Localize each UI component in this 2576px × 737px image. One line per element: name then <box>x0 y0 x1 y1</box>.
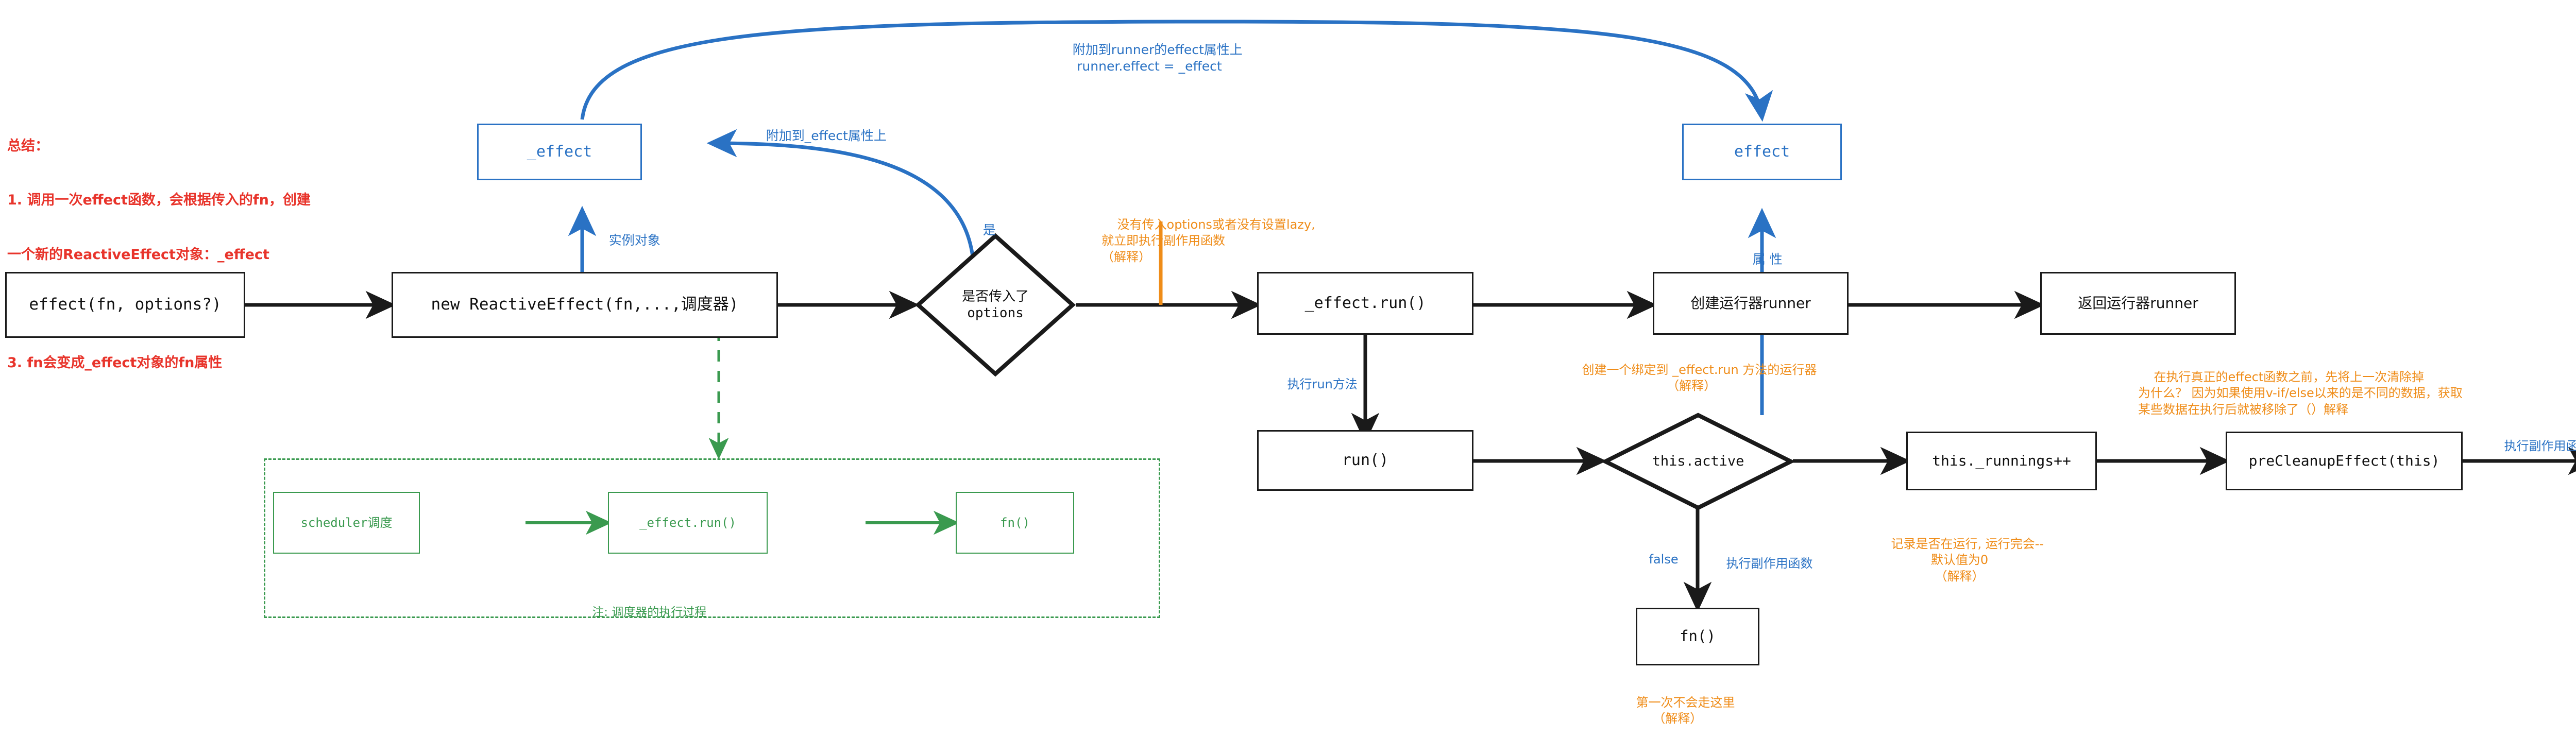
edge-label-exec-run-method: 执行run方法 <box>1272 361 1358 409</box>
edge-label-property-text: 属 性 <box>1752 251 1783 267</box>
summary-line-2: 一个新的ReactiveEffect对象：_effect <box>7 246 269 263</box>
annotation-first-time-note-text: 第一次不会走这里 （解释） <box>1636 695 1735 726</box>
annotation-precleanup-note-text: 在执行真正的effect函数之前，先将上一次清除掉 为什么？ 因为如果使用v-i… <box>2138 370 2463 417</box>
edge-label-exec-side-effect-fn-text: 执行副作用函数 <box>1726 556 1813 571</box>
decision-has-options-label: 是否传入了 options <box>961 288 1029 321</box>
decision-has-options-shape <box>914 233 1076 377</box>
edge-label-instance-object: 实例对象 <box>592 215 660 266</box>
annotation-first-time-note: 第一次不会走这里 （解释） <box>1620 679 1735 737</box>
edge-label-attach-to-effect-text: 附加到_effect属性上 <box>766 128 887 143</box>
annotation-runnings-note: 记录是否在运行, 运行完会-- 默认值为0 （解释） <box>1875 520 2044 601</box>
node-pre-cleanup-effect-label: preCleanupEffect(this) <box>2248 452 2440 470</box>
scheduler-group-container <box>264 458 1160 618</box>
node-scheduler-effect-run[interactable]: _effect.run() <box>608 492 768 554</box>
edge-label-property: 属 性 <box>1736 234 1783 285</box>
annotation-no-options-lazy: 没有传入options或者没有设置lazy, 就立即执行副作用函数 （解释） <box>1101 201 1315 281</box>
annotation-precleanup-note: 在执行真正的effect函数之前，先将上一次清除掉 为什么？ 因为如果使用v-i… <box>2138 353 2463 434</box>
node-fn-false-branch[interactable]: fn() <box>1636 608 1759 665</box>
node-scheduler-fn[interactable]: fn() <box>956 492 1074 554</box>
node-effect-run[interactable]: _effect.run() <box>1257 272 1473 335</box>
edge-label-yes: 是 <box>967 205 996 255</box>
node-runnings-increment[interactable]: this._runnings++ <box>1906 432 2097 490</box>
edge-label-attach-to-runner: 附加到runner的effect属性上 runner.effect = _eff… <box>1056 25 1243 92</box>
scheduler-group-note: 注: 调度器的执行过程 <box>577 590 706 636</box>
node-effect-object-label: _effect <box>527 142 592 161</box>
annotation-bind-runner-text: 创建一个绑定到 _effect.run 方法的运行器 （解释） <box>1582 363 1817 393</box>
edge-label-exec-run-method-text: 执行run方法 <box>1287 377 1358 392</box>
node-pre-cleanup-effect[interactable]: preCleanupEffect(this) <box>2226 432 2463 490</box>
edge-label-instance-object-text: 实例对象 <box>608 232 660 248</box>
edge-label-false: false <box>1633 536 1679 584</box>
node-new-reactive-effect-label: new ReactiveEffect(fn,...,调度器) <box>431 295 739 314</box>
summary-block: 总结： 1. 调用一次effect函数，会根据传入的fn，创建 一个新的Reac… <box>7 101 311 408</box>
node-scheduler-dispatch[interactable]: scheduler调度 <box>273 492 420 554</box>
node-effect-entry-label: effect(fn, options?) <box>29 295 222 314</box>
edge-label-yes-text: 是 <box>982 222 996 237</box>
decision-has-options[interactable]: 是否传入了 options <box>914 233 1076 377</box>
scheduler-group-note-text: 注: 调度器的执行过程 <box>592 605 707 619</box>
summary-line-1: 1. 调用一次effect函数，会根据传入的fn，创建 <box>7 192 311 209</box>
node-scheduler-dispatch-label: scheduler调度 <box>300 515 393 530</box>
node-effect-object[interactable]: _effect <box>477 124 642 180</box>
node-create-runner-label: 创建运行器runner <box>1690 295 1811 312</box>
edge-label-attach-to-effect: 附加到_effect属性上 <box>750 111 887 161</box>
decision-this-active-label: this.active <box>1652 453 1744 470</box>
node-fn-false-branch-label: fn() <box>1680 627 1716 645</box>
node-return-runner[interactable]: 返回运行器runner <box>2040 272 2236 335</box>
node-effect-property[interactable]: effect <box>1682 124 1842 180</box>
summary-heading: 总结： <box>7 138 49 155</box>
decision-this-active[interactable]: this.active <box>1601 412 1795 511</box>
edge-label-false-text: false <box>1649 552 1679 567</box>
decision-this-active-shape <box>1601 413 1795 510</box>
node-run-method[interactable]: run() <box>1257 430 1473 491</box>
annotation-bind-runner: 创建一个绑定到 _effect.run 方法的运行器 （解释） <box>1566 346 1817 410</box>
node-scheduler-effect-run-label: _effect.run() <box>639 515 736 530</box>
annotation-no-options-lazy-text: 没有传入options或者没有设置lazy, 就立即执行副作用函数 （解释） <box>1101 217 1315 264</box>
node-new-reactive-effect[interactable]: new ReactiveEffect(fn,...,调度器) <box>392 272 778 338</box>
edge-label-exec-side-effect-fn-2-text: 执行副作用函数 <box>2504 439 2576 454</box>
summary-line-4: 3. fn会变成_effect对象的fn属性 <box>7 355 223 371</box>
edge-label-exec-side-effect-fn-2: 执行副作用函数 <box>2488 422 2576 471</box>
node-effect-entry[interactable]: effect(fn, options?) <box>5 272 245 338</box>
node-scheduler-fn-label: fn() <box>1000 515 1030 530</box>
node-create-runner[interactable]: 创建运行器runner <box>1653 272 1849 335</box>
node-run-method-label: run() <box>1342 451 1389 469</box>
node-runnings-increment-label: this._runnings++ <box>1932 452 2071 470</box>
edge-label-attach-to-runner-text: 附加到runner的effect属性上 runner.effect = _eff… <box>1072 42 1243 74</box>
node-effect-property-label: effect <box>1734 142 1790 161</box>
annotation-runnings-note-text: 记录是否在运行, 运行完会-- 默认值为0 （解释） <box>1891 537 2044 584</box>
edge-label-exec-side-effect-fn: 执行副作用函数 <box>1710 540 1813 588</box>
node-effect-run-label: _effect.run() <box>1304 294 1426 312</box>
node-return-runner-label: 返回运行器runner <box>2078 295 2198 312</box>
